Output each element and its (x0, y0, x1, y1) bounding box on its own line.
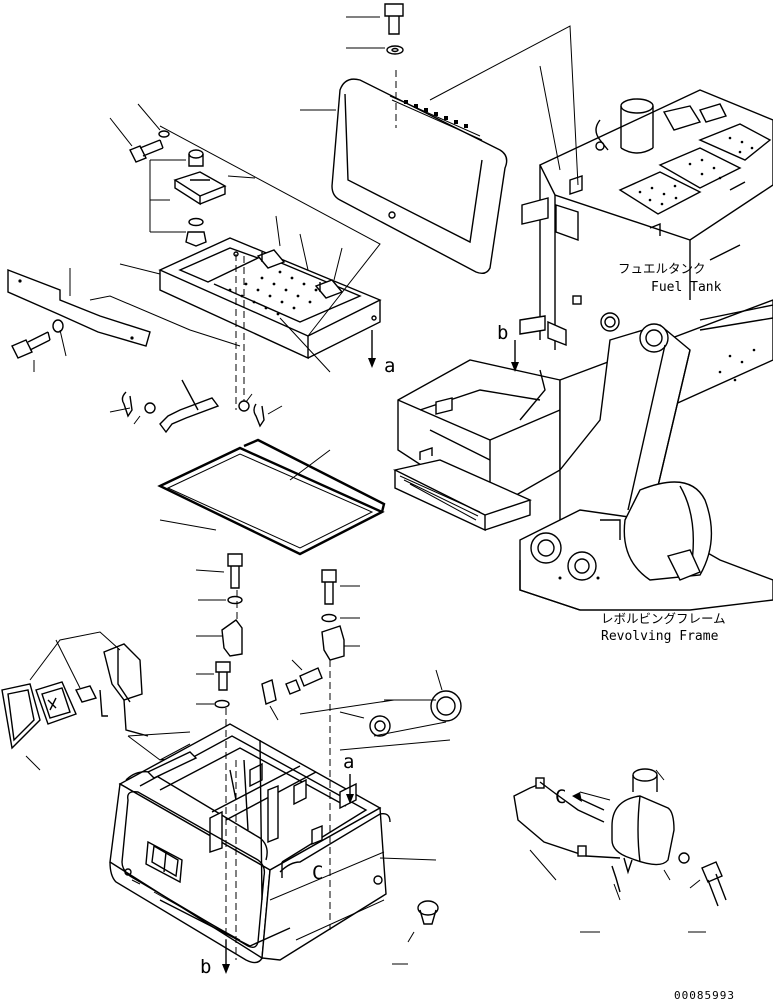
ref-c-lower: C (312, 862, 323, 884)
mid-fasteners (195, 553, 462, 751)
storage-tray (109, 103, 382, 410)
side-bracket (7, 268, 241, 372)
revolving-frame-label-en: Revolving Frame (601, 629, 719, 644)
fuel-tank-label-en: Fuel Tank (651, 280, 722, 295)
ref-b-lower: b (200, 956, 211, 978)
ref-b-upper: b (497, 322, 508, 344)
washer-tank (513, 768, 727, 933)
ref-c-upper: C (555, 786, 566, 808)
revolving-frame (392, 299, 773, 611)
top-cover (300, 3, 579, 275)
ref-a-lower: a (343, 751, 354, 773)
fuel-tank-label-jp: フュエルタンク (618, 261, 706, 276)
revolving-frame-label-jp: レボルビングフレーム (601, 611, 726, 626)
fuel-tank (519, 89, 773, 350)
strap-pins (109, 379, 283, 434)
ref-a-upper: a (384, 355, 395, 377)
reference-arrows (222, 330, 605, 974)
seal-frames (157, 438, 386, 556)
drawing-number: 00085993 (674, 989, 735, 1002)
storage-box (109, 660, 439, 965)
work-lamp (1, 631, 191, 771)
